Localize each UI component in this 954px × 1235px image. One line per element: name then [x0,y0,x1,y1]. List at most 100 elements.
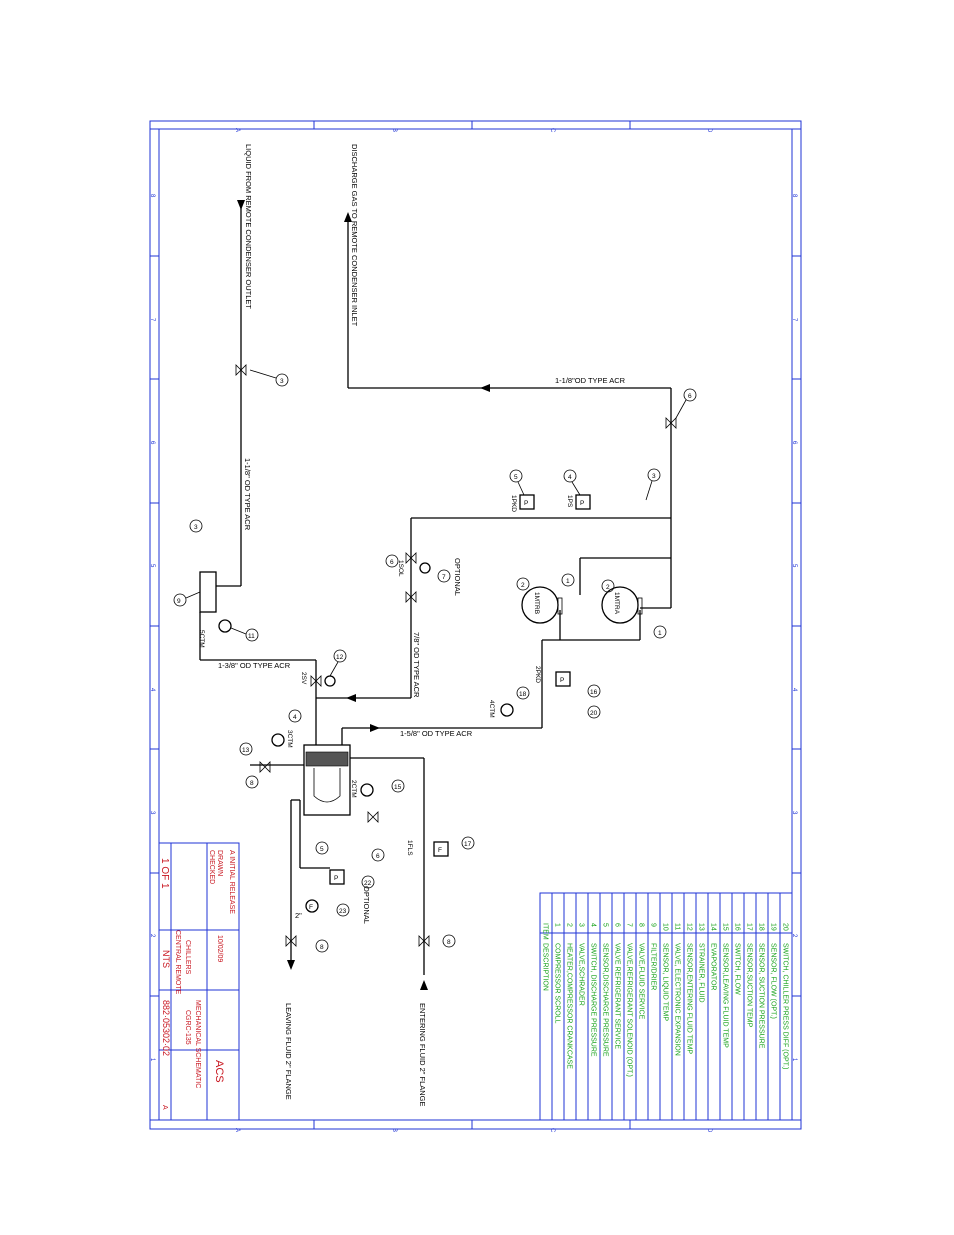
legend-item-number: 10 [662,923,669,931]
svg-text:4: 4 [293,714,297,721]
svg-text:3: 3 [280,378,284,385]
grid-labels: A B C D A B C D 8 7 6 5 4 3 2 1 8 7 6 5 … [149,121,801,1133]
legend-item-description: SENSOR, SUCTION PRESSURE [758,943,765,1049]
bubble-3-right [647,468,661,482]
row-label-1-right: 1 [791,1058,797,1062]
legend-item-number: 12 [686,923,693,931]
bubble-2-a [516,577,530,591]
legend-item-number: 4 [590,923,597,927]
svg-text:5: 5 [514,474,518,481]
pipe-label-liquid: 1-1/8" OD TYPE ACR [243,458,252,531]
col-label-b-bottom: B [391,1128,397,1132]
svg-text:20: 20 [590,710,598,717]
svg-text:18: 18 [519,691,527,698]
sensor-3ctm-label: 3CTM [286,730,293,748]
svg-text:P: P [524,500,528,507]
legend-item-description: SENSOR, LIQUID TEMP [662,943,669,1021]
svg-text:8: 8 [320,944,324,951]
svg-text:17: 17 [464,841,472,848]
row-label-6-left: 6 [149,441,155,445]
legend-item-number: 14 [710,923,717,931]
bubble-5 [509,469,523,483]
svg-text:9: 9 [177,598,181,605]
bubble-8-entering [442,934,456,948]
legend-item-description: VALVE,FLUID SERVICE [638,943,645,1020]
legend-item-description: HEATER,COMPRESSOR CRANKCASE [566,943,573,1069]
bubble-16 [587,684,601,698]
bubble-1-a [561,573,575,587]
row-label-4-right: 4 [791,688,797,692]
svg-text:22: 22 [364,880,372,887]
pressure-sensor-2pkd [555,671,571,687]
valve-evap-bottom [367,811,379,823]
row-label-1-left: 1 [149,1058,155,1062]
temp-sensor-5ctm [218,619,232,633]
svg-text:16: 16 [590,689,598,696]
pipe-label-hotgas: 7/8" OD TYPE ACR [412,632,421,698]
flow-switch-label: 1FLS [406,840,413,856]
bubble-2-b [601,579,615,593]
optional-note-solenoid: OPTIONAL [453,558,462,596]
legend-item-description: FILTER/DRIER [650,943,657,990]
legend-item-number: 19 [770,923,777,931]
fluid-service-valve-leaving [285,935,297,947]
bubble-6-evap [371,848,385,862]
service-valve-liquid [235,364,247,376]
evaporator [303,744,351,816]
legend-item-description: SENSOR,SUCTION TEMP [746,943,753,1028]
svg-text:3: 3 [194,524,198,531]
legend-item-number: 20 [782,923,789,931]
bubble-8-leaving [315,939,329,953]
svg-text:7: 7 [442,574,446,581]
svg-text:3: 3 [652,473,656,480]
bubble-9 [173,593,187,607]
title-model: CGRC-135 [184,1010,191,1045]
row-label-7-right: 7 [791,318,797,322]
bubble-13 [239,742,253,756]
svg-text:23: 23 [339,908,347,915]
legend-item-description: COMPRESSOR SCROLL [554,943,561,1024]
legend-item-description: SENSOR,LEAVING FLUID TEMP [722,943,729,1048]
svg-text:1: 1 [566,578,570,585]
legend-item-number: 13 [698,923,705,931]
svg-text:8: 8 [250,780,254,787]
compressor-1mtra: 1MTRA [601,586,639,624]
pipe-label-liquid-branch: 1-3/8" OD TYPE ACR [218,661,291,670]
title-date: 10/02/09 [216,935,223,962]
service-valve-suction [405,591,417,603]
legend-item-number: 9 [650,923,657,927]
row-label-3-left: 3 [149,811,155,815]
legend-item-description: EVAPORATOR [710,943,717,990]
legend-item-number: 15 [722,923,729,931]
row-label-5-left: 5 [149,564,155,568]
svg-text:F: F [438,847,442,854]
sensor-1ps [575,494,591,510]
legend-header-item: ITEM [542,923,549,940]
row-label-2-left: 2 [149,934,155,938]
title-rev-desc: A INITIAL RELEASE [228,850,235,914]
bubble-3-top [275,373,289,387]
svg-text:F: F [309,904,313,911]
legend-item-number: 18 [758,923,765,931]
pipe-label-fluid: 2" [295,911,302,920]
valve-evap-side [259,761,271,773]
col-label-a-top: A [234,128,240,132]
svg-text:13: 13 [242,747,250,754]
svg-text:6: 6 [376,853,380,860]
sensor-5ctm-label: 5CTM [198,630,205,648]
pipe-label-discharge: 1-1/8"OD TYPE ACR [555,376,626,385]
bubble-5-evap [315,841,329,855]
svg-text:6: 6 [390,559,394,566]
col-label-d-bottom: D [706,1128,712,1133]
svg-text:2: 2 [606,584,610,591]
title-company: ACS [213,1060,225,1083]
legend-item-number: 17 [746,923,753,931]
bubble-20 [587,705,601,719]
legend-item-number: 11 [674,923,681,930]
sv-label: 2SV [300,672,307,685]
legend-item-description: VALVE REFRIGERANT SERVICE [614,943,621,1049]
solenoid-valve [405,552,417,564]
bubble-17 [461,836,475,850]
solenoid-coil [419,562,431,574]
